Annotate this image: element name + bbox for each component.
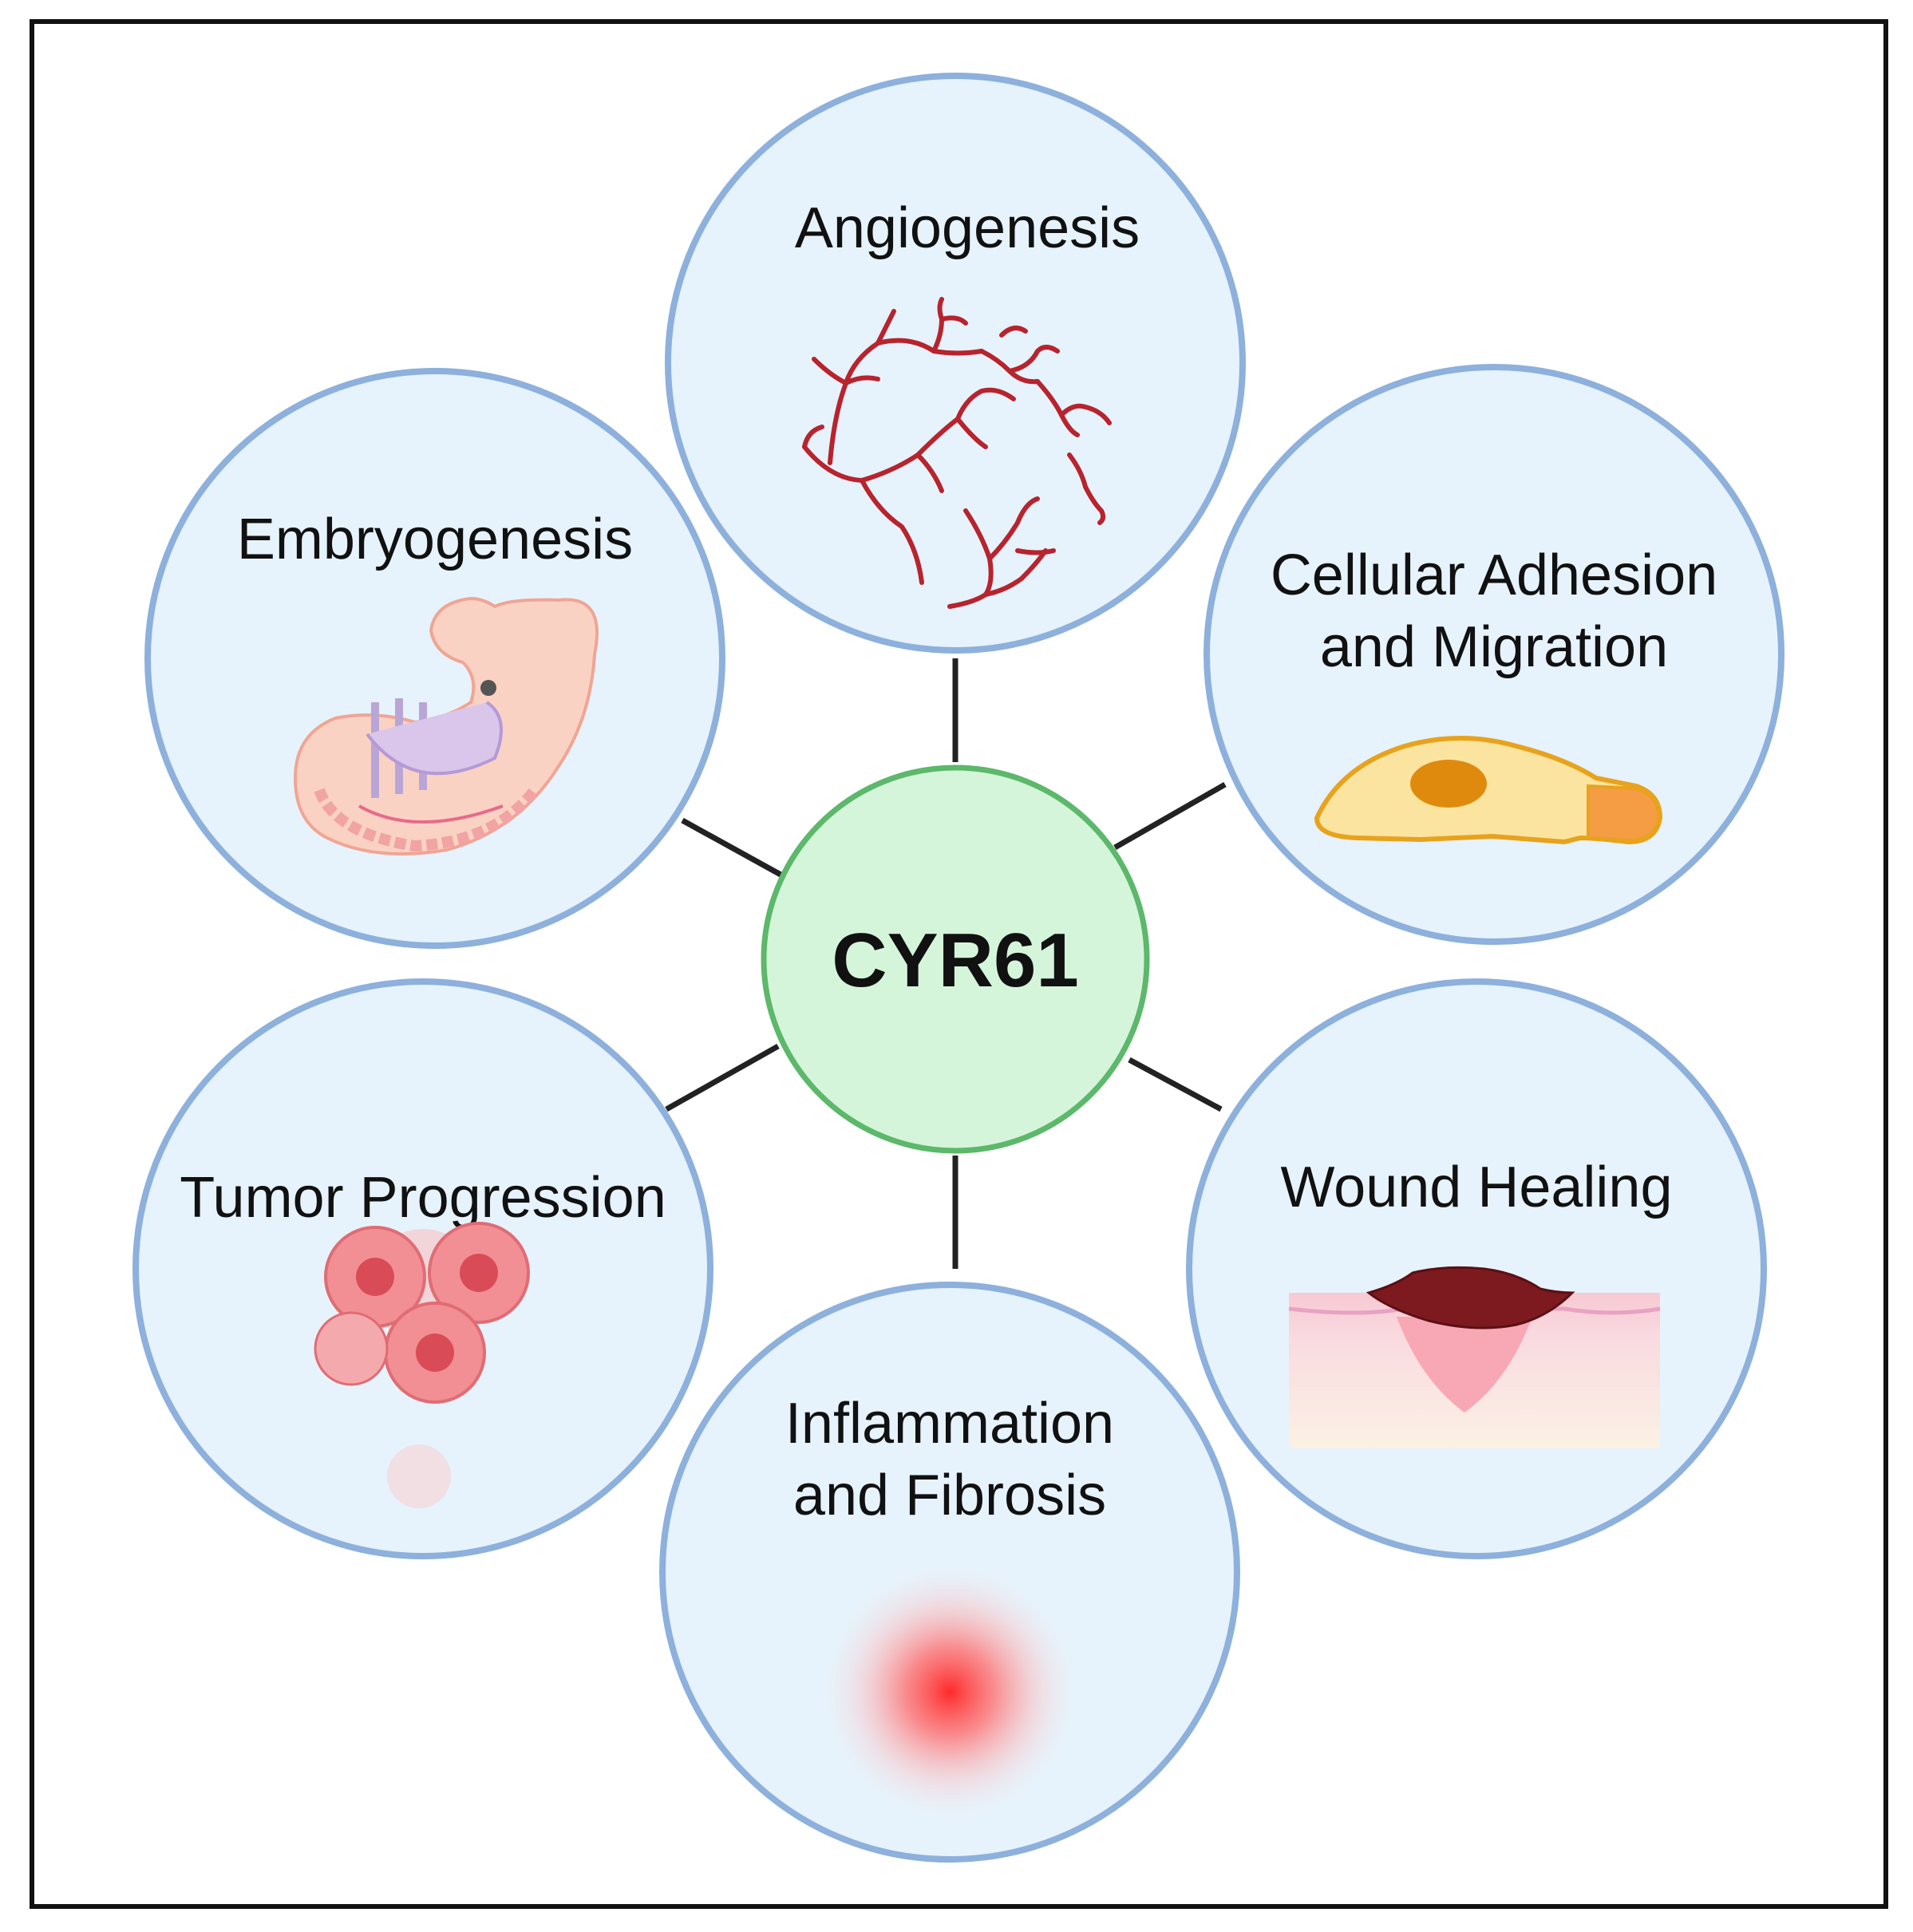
node-label: Tumor Progression xyxy=(180,1166,666,1230)
node-label: Cellular Adhesion xyxy=(1271,543,1717,607)
connector-tumor xyxy=(665,1043,780,1112)
node-inflammation: Inflammation and Fibrosis xyxy=(659,1282,1240,1863)
node-circle xyxy=(144,368,725,949)
node-label: Embryogenesis xyxy=(237,508,633,571)
connector-wound xyxy=(1128,1057,1223,1112)
hub-cyr61: CYR61 xyxy=(761,765,1150,1154)
blood-vessel-network-icon xyxy=(802,297,1112,609)
node-angiogenesis: Angiogenesis xyxy=(665,73,1246,654)
hub-circle xyxy=(761,765,1150,1154)
inflammation-glow-icon xyxy=(822,1564,1077,1819)
node-label: Wound Healing xyxy=(1281,1156,1673,1219)
node-label: Inflammation xyxy=(785,1392,1114,1456)
connectors xyxy=(665,658,1227,1269)
hub-label: CYR61 xyxy=(832,918,1078,1003)
tumor-cell-cluster-icon xyxy=(314,1222,530,1508)
connector-embryogenesis xyxy=(681,817,784,879)
connector-adhesion xyxy=(1113,781,1227,851)
node-embryogenesis: Embryogenesis xyxy=(144,368,725,949)
node-circle xyxy=(665,73,1246,654)
skin-wound-icon xyxy=(1288,1266,1661,1448)
node-wound: Wound Healing xyxy=(1186,978,1767,1559)
node-label: and Migration xyxy=(1320,615,1668,679)
migrating-cell-icon xyxy=(1314,736,1663,845)
node-adhesion: Cellular Adhesion and Migration xyxy=(1204,364,1785,945)
embryo-icon xyxy=(293,596,599,855)
node-tumor: Tumor Progression xyxy=(132,978,713,1559)
node-label: Angiogenesis xyxy=(795,196,1140,260)
node-label: and Fibrosis xyxy=(793,1464,1106,1527)
